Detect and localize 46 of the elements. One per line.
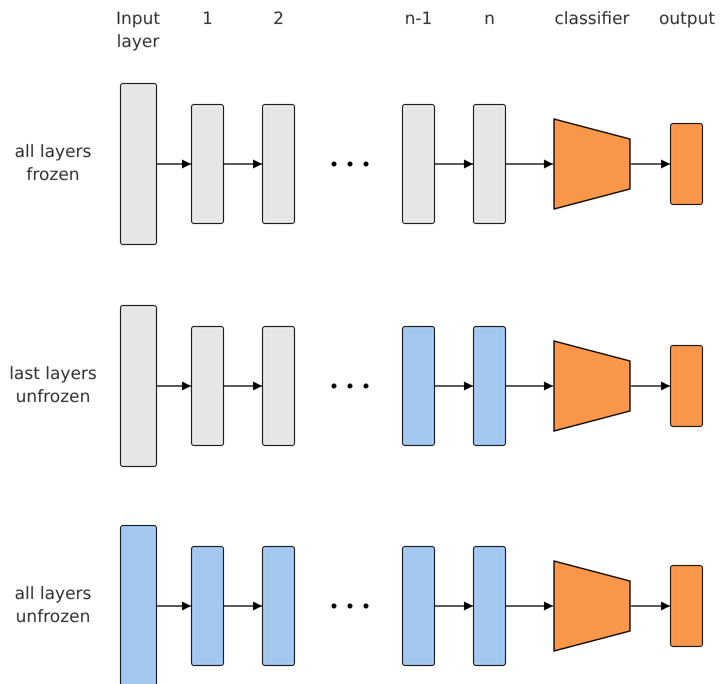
classifier-trapezoid	[553, 340, 631, 432]
arrow	[506, 382, 553, 390]
column-header: classifier	[553, 8, 631, 31]
arrow	[435, 602, 473, 610]
arrow	[506, 602, 553, 610]
layer-box	[191, 104, 224, 224]
layer-box	[262, 326, 295, 446]
arrow	[157, 160, 191, 168]
output-box	[670, 345, 703, 427]
column-header: 2	[272, 8, 285, 31]
layer-box	[191, 546, 224, 666]
column-header: 1	[201, 8, 214, 31]
arrow	[631, 160, 670, 168]
layer-box	[120, 305, 157, 467]
output-box	[670, 565, 703, 647]
arrow	[157, 382, 191, 390]
layer-box	[402, 104, 435, 224]
arrow	[631, 382, 670, 390]
arrow	[224, 160, 262, 168]
column-header: output	[658, 8, 716, 31]
arrow	[631, 602, 670, 610]
layer-box	[402, 546, 435, 666]
layer-box	[262, 104, 295, 224]
layer-box	[473, 104, 506, 224]
layer-box	[120, 83, 157, 245]
arrow	[157, 602, 191, 610]
output-box	[670, 123, 703, 205]
arrow	[435, 382, 473, 390]
column-header: n	[483, 8, 496, 31]
classifier-trapezoid	[553, 560, 631, 652]
layer-box	[262, 546, 295, 666]
arrow	[435, 160, 473, 168]
layer-box	[402, 326, 435, 446]
column-header: n-1	[404, 8, 434, 31]
arrow	[224, 602, 262, 610]
row-label: last layers unfrozen	[8, 363, 98, 409]
layer-box	[473, 326, 506, 446]
classifier-trapezoid	[553, 118, 631, 210]
layer-box	[191, 326, 224, 446]
row-label: all layers frozen	[14, 141, 92, 187]
column-header: Input layer	[114, 8, 162, 54]
arrow	[224, 382, 262, 390]
layer-box	[120, 525, 157, 684]
layer-box	[473, 546, 506, 666]
arrow	[506, 160, 553, 168]
row-label: all layers unfrozen	[14, 583, 92, 629]
